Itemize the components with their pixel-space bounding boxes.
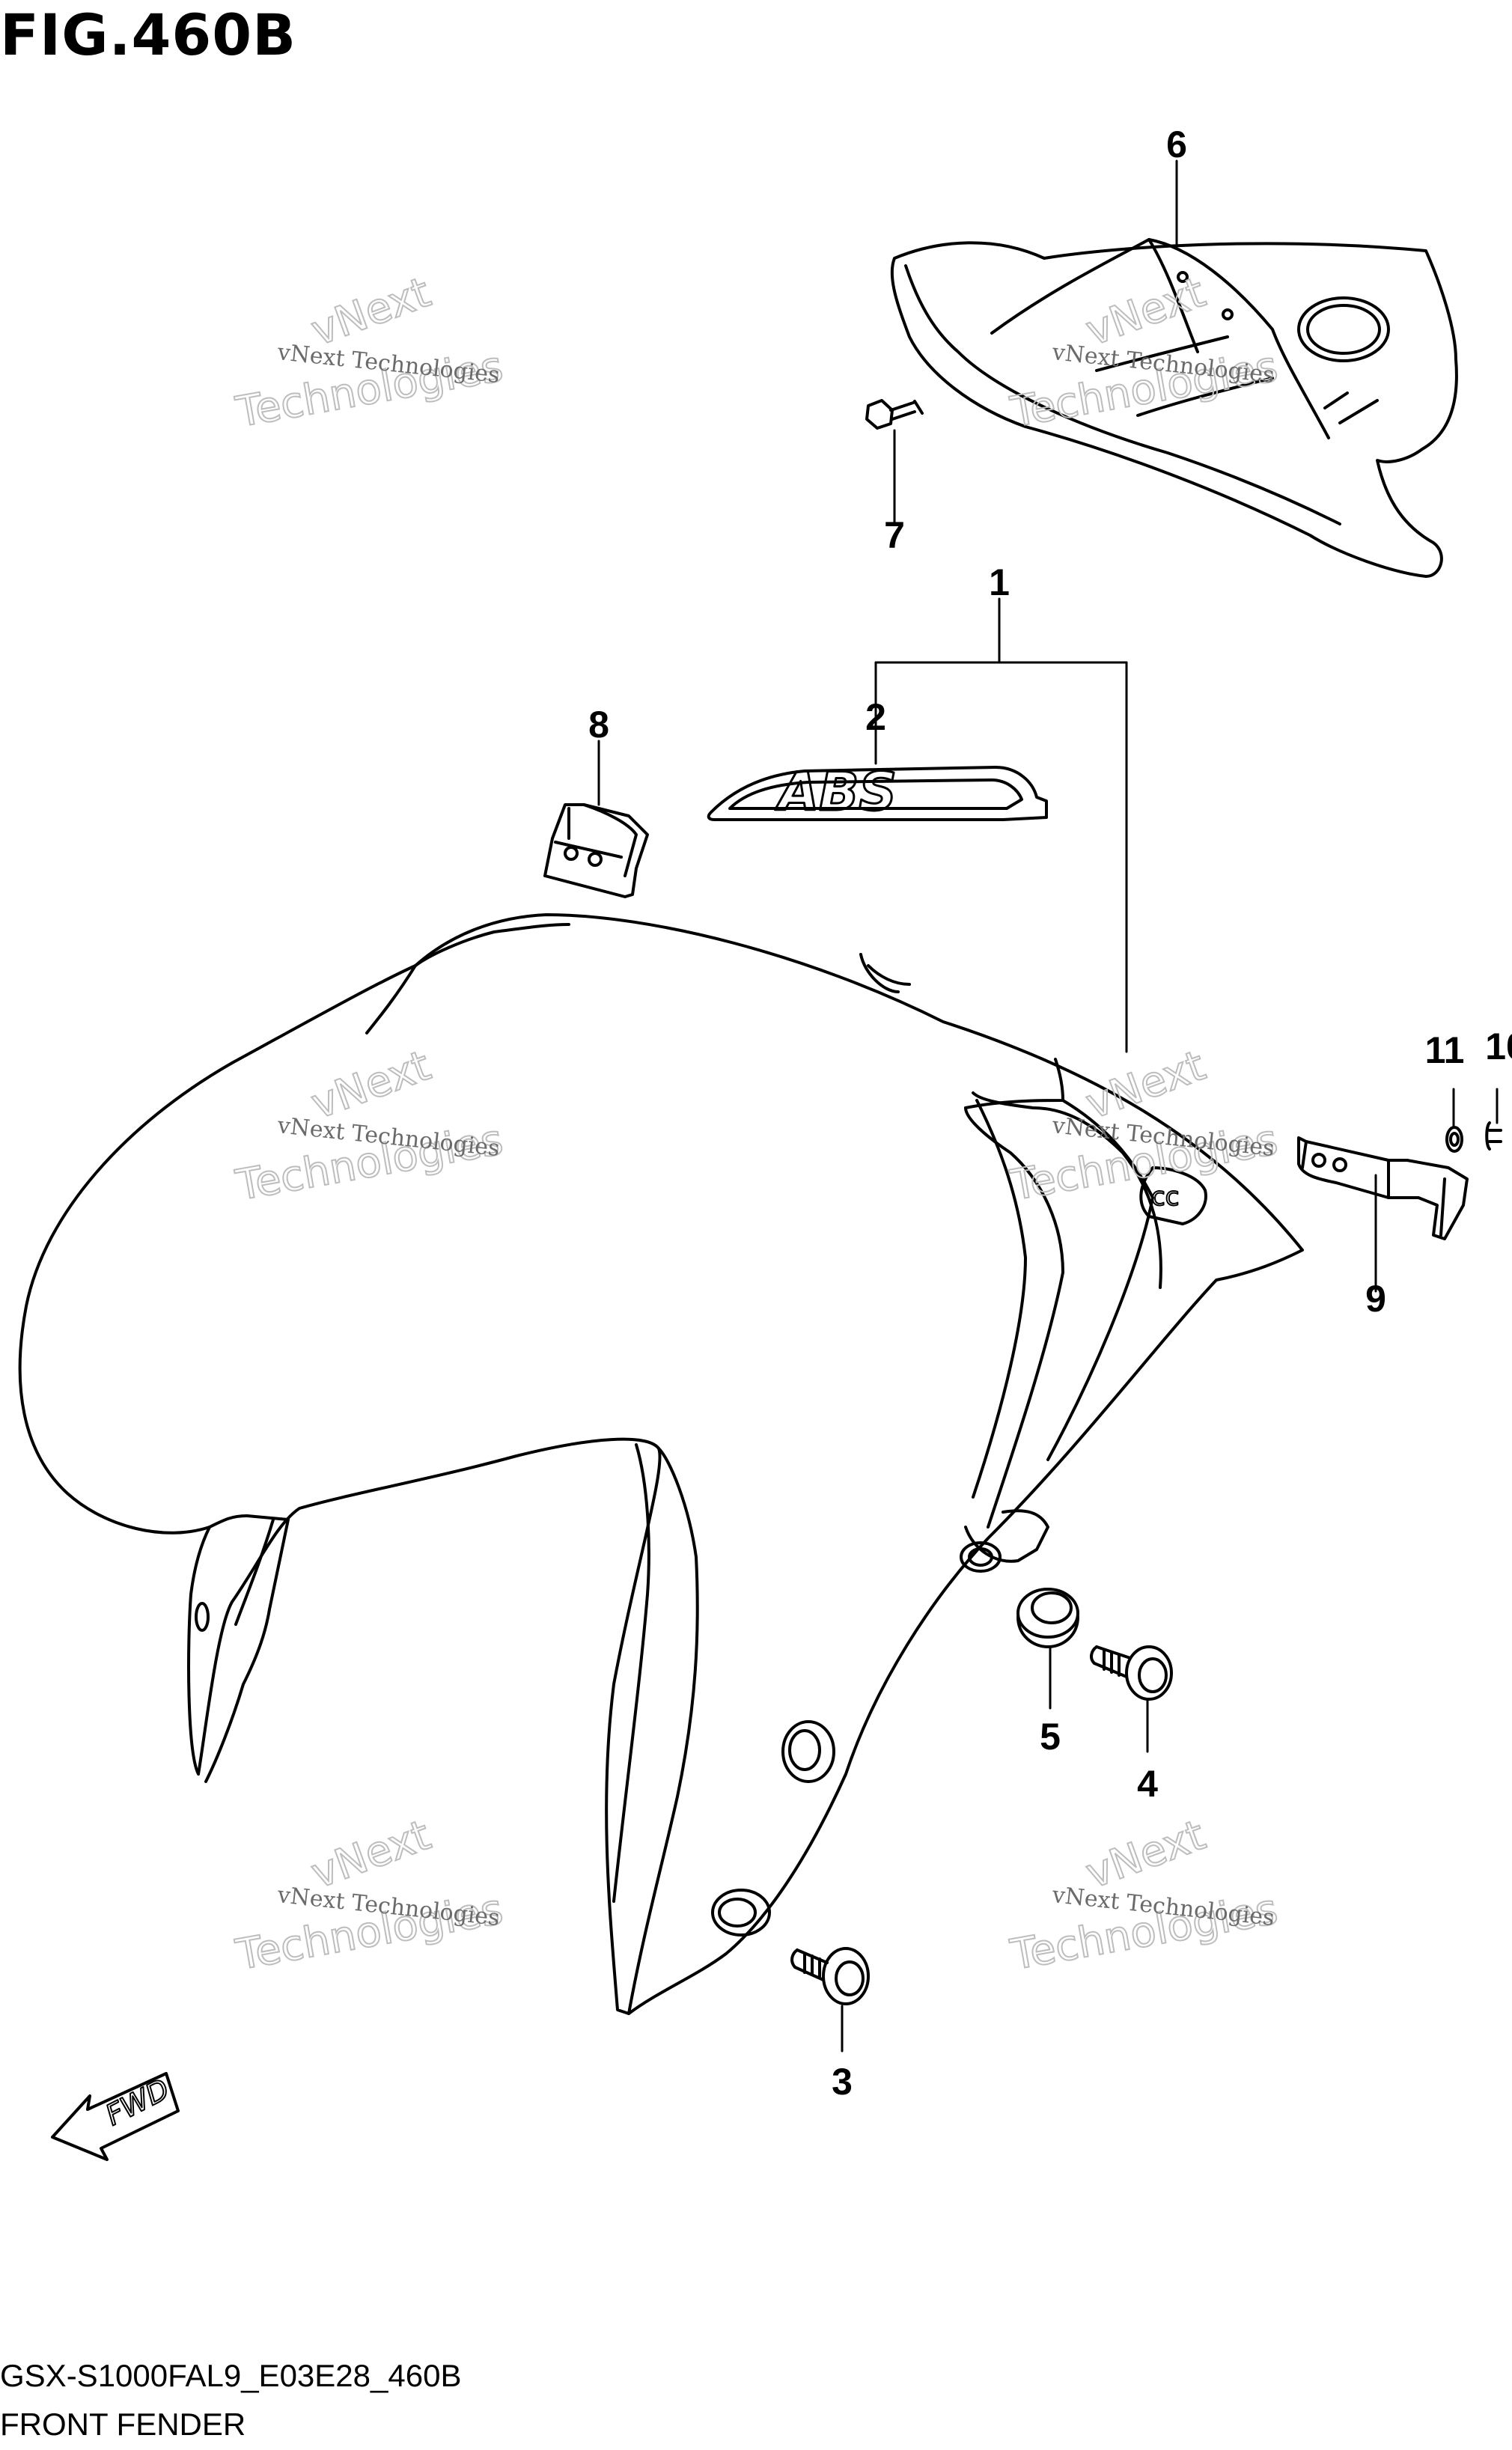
callout-4: 4 xyxy=(1137,1763,1158,1805)
callout-labels: 1 2 3 4 5 6 7 8 9 10 11 xyxy=(588,124,1512,2103)
callout-5: 5 xyxy=(1040,1716,1061,1758)
callout-11: 11 xyxy=(1425,1029,1465,1071)
figure-code: GSX-S1000FAL9_E03E28_460B xyxy=(0,2358,462,2393)
watermark-line1: vNext xyxy=(305,268,437,356)
watermark-line1: vNext xyxy=(1080,1811,1212,1898)
screw-part-4 xyxy=(1090,1645,1173,1701)
grommet-part-5 xyxy=(1016,1588,1079,1648)
callout-10: 10 xyxy=(1485,1026,1512,1067)
clip-part-8 xyxy=(543,803,649,898)
watermark-1: vNext Technologies vNext Technologies xyxy=(231,267,507,438)
watermark-5: vNext Technologies vNext Technologies xyxy=(231,1810,507,1981)
callout-2: 2 xyxy=(865,696,886,738)
bracket-part-9 xyxy=(1297,1136,1469,1240)
washer-part-11 xyxy=(1445,1126,1463,1153)
abs-decal-text: ABS xyxy=(775,761,897,823)
callout-6: 6 xyxy=(1166,124,1187,165)
fwd-label: FWD xyxy=(100,2073,174,2132)
watermark-3: vNext Technologies vNext Technologies xyxy=(231,1040,507,1211)
callout-8: 8 xyxy=(588,704,609,746)
screw-part-3 xyxy=(790,1947,870,2005)
watermark-line1: vNext xyxy=(1080,1041,1212,1129)
callout-9: 9 xyxy=(1365,1278,1386,1320)
bolt-part-7 xyxy=(865,399,924,430)
watermark-line1: vNext xyxy=(1080,268,1212,356)
watermark-6: vNext Technologies vNext Technologies xyxy=(1006,1810,1282,1981)
callout-3: 3 xyxy=(832,2061,853,2103)
svg-text:cc: cc xyxy=(1151,1182,1179,1212)
figure-title: FIG.460B xyxy=(0,1,297,68)
abs-decal-part-2: ABS xyxy=(707,761,1048,824)
inner-fender-part-6 xyxy=(890,238,1458,578)
front-fender-part-1: cc xyxy=(18,913,1304,2015)
watermark-line1: vNext xyxy=(305,1041,437,1129)
pin-part-10 xyxy=(1485,1121,1502,1151)
figure-name: FRONT FENDER xyxy=(0,2407,246,2442)
leader-lines xyxy=(597,159,1499,2053)
watermark-line1: vNext xyxy=(305,1811,437,1898)
callout-7: 7 xyxy=(884,514,905,556)
forward-arrow-icon: FWD xyxy=(51,2072,180,2161)
callout-1: 1 xyxy=(989,561,1010,603)
